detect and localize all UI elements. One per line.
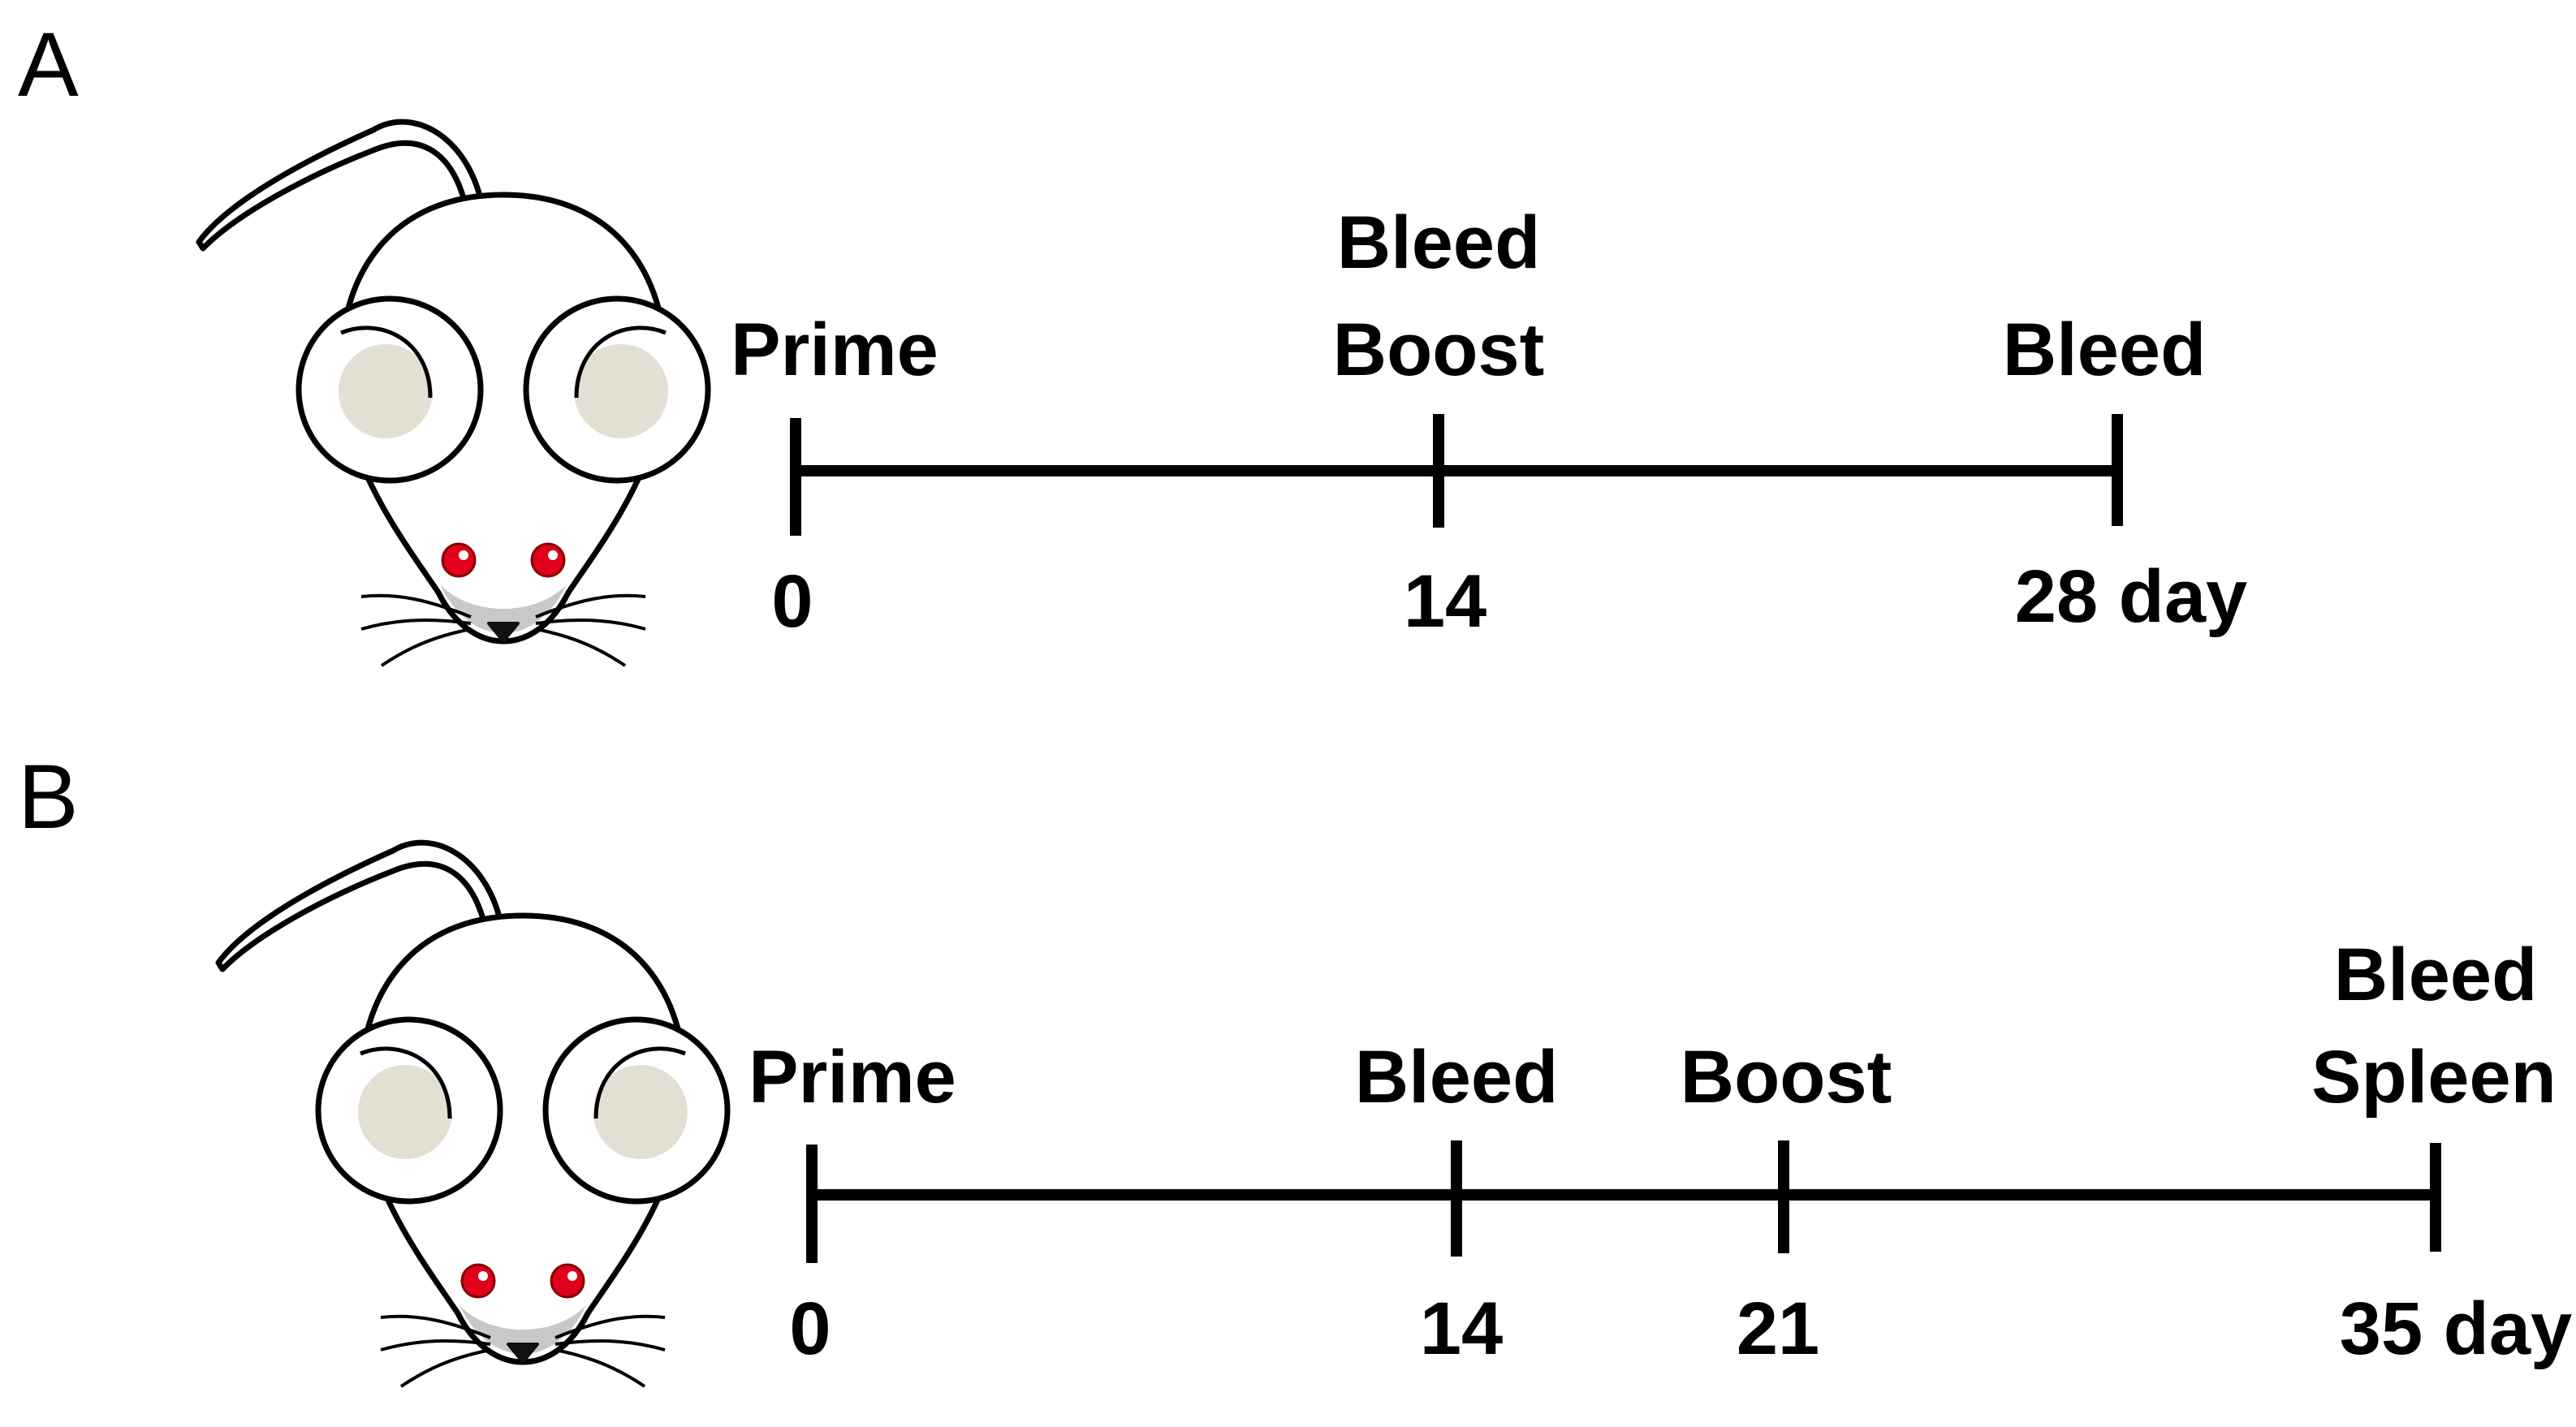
whisker-0 [380, 1314, 491, 1339]
whisker-1 [360, 619, 472, 631]
event-b-3-label-1: Spleen [2311, 1036, 2557, 1119]
whisker-1 [380, 1339, 491, 1352]
panel-a: A Prime Bleed Boost Bleed 0 14 28 day [18, 14, 2247, 667]
event-b-2-label-0: Boost [1681, 1036, 1892, 1119]
whisker-3 [554, 1314, 666, 1339]
right-ear-inner [574, 344, 668, 438]
snout-shade [440, 584, 567, 633]
mouse-illustration-b [215, 839, 731, 1388]
event-b-3-label-0: Bleed [2334, 933, 2538, 1016]
left-eye [441, 542, 477, 578]
whisker-5 [535, 627, 627, 667]
event-a-1-label-1: Boost [1333, 308, 1545, 391]
left-ear-inner [358, 1065, 452, 1159]
mouse-illustration-a [196, 119, 711, 667]
panel-b: B Prime Bleed Boost Bleed Spleen 0 14 21… [18, 746, 2572, 1388]
whisker-2 [380, 627, 472, 667]
whisker-4 [535, 619, 646, 631]
event-a-0-label-0: Prime [731, 308, 938, 391]
whisker-0 [360, 593, 472, 619]
event-a-1-label-0: Bleed [1337, 201, 1541, 284]
left-eye-glint [478, 1271, 488, 1281]
panel-a-letter: A [18, 14, 79, 115]
right-ear-fold [574, 325, 667, 399]
right-eye [530, 542, 566, 578]
panel-b-letter: B [18, 746, 79, 847]
tick-a-28-label: 28 day [2015, 555, 2247, 638]
right-ear-fold [593, 1046, 686, 1119]
tail-icon [215, 839, 506, 972]
left-ear-fold [340, 325, 433, 399]
tick-b-0-label: 0 [789, 1287, 831, 1370]
right-ear-inner [593, 1065, 688, 1159]
tick-b-14-label: 14 [1420, 1287, 1503, 1370]
timeline-b: Prime Bleed Boost Bleed Spleen 0 14 21 3… [749, 933, 2572, 1370]
tick-b-21-label: 21 [1737, 1287, 1819, 1370]
event-b-0-label-0: Prime [749, 1036, 956, 1119]
snout-shade [460, 1305, 586, 1354]
whisker-3 [535, 593, 646, 619]
right-eye-glint [548, 550, 558, 560]
event-a-2-label-0: Bleed [2003, 308, 2207, 391]
tick-a-0-label: 0 [771, 560, 813, 643]
whisker-4 [554, 1339, 666, 1352]
left-ear-fold [360, 1046, 452, 1119]
left-ear-inner [339, 344, 433, 438]
tick-b-35-label: 35 day [2340, 1287, 2572, 1370]
right-eye [550, 1263, 585, 1299]
mouse-b [215, 839, 731, 1388]
event-b-1-label-0: Bleed [1355, 1036, 1559, 1119]
mouse-a [196, 119, 711, 667]
whisker-2 [399, 1348, 491, 1388]
nose-icon [507, 1343, 539, 1364]
timeline-a: Prime Bleed Boost Bleed 0 14 28 day [731, 201, 2247, 643]
nose-icon [487, 622, 520, 643]
left-eye-glint [459, 550, 468, 560]
left-eye [460, 1263, 496, 1299]
tail-icon [196, 119, 486, 252]
whisker-5 [554, 1348, 646, 1388]
right-eye-glint [567, 1271, 577, 1281]
tick-a-14-label: 14 [1404, 560, 1486, 643]
